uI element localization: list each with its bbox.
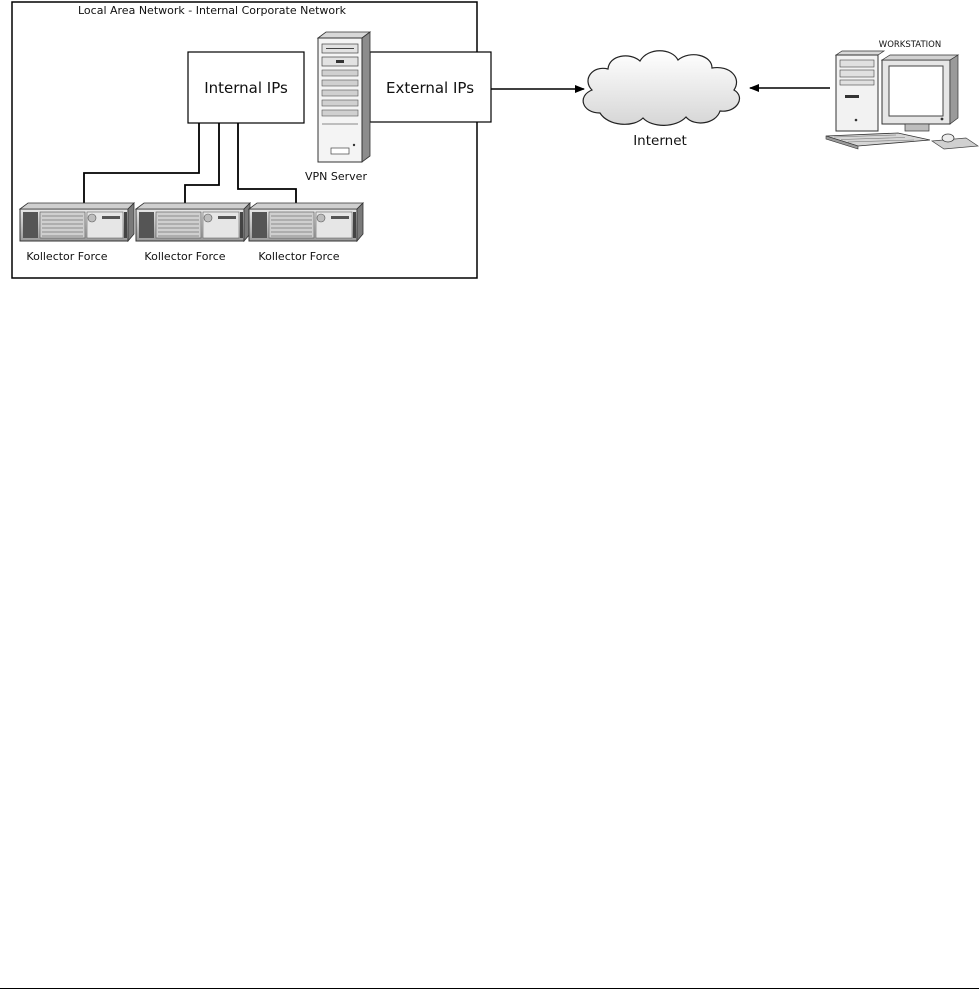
link-collector-2: [184, 123, 220, 207]
rack-server-icon: [248, 202, 364, 242]
bottom-rule: [0, 988, 979, 989]
collector-links: [83, 123, 297, 207]
lan-title: Local Area Network - Internal Corporate …: [78, 4, 347, 17]
internal-ips-label: Internal IPs: [204, 79, 288, 97]
collector-label: Kollector Force: [258, 250, 339, 263]
workstation-label: WORKSTATION: [879, 40, 941, 50]
cloud-icon: [582, 50, 740, 126]
external-ips-label: External IPs: [386, 79, 474, 97]
vpn-server-label: VPN Server: [305, 170, 367, 183]
collector-label: Kollector Force: [144, 250, 225, 263]
link-collector-3: [237, 123, 297, 207]
rack-server-icon: [19, 202, 135, 242]
link-collector-1: [83, 123, 200, 207]
collector-label: Kollector Force: [26, 250, 107, 263]
internal-ips-box: [187, 51, 305, 124]
tower-server-icon: [316, 31, 372, 163]
internet-label: Internet: [633, 133, 687, 149]
external-ips-box: [369, 51, 492, 123]
lan-boundary: [11, 1, 478, 279]
desktop-computer-icon: [825, 50, 979, 150]
rack-server-icon: [135, 202, 251, 242]
